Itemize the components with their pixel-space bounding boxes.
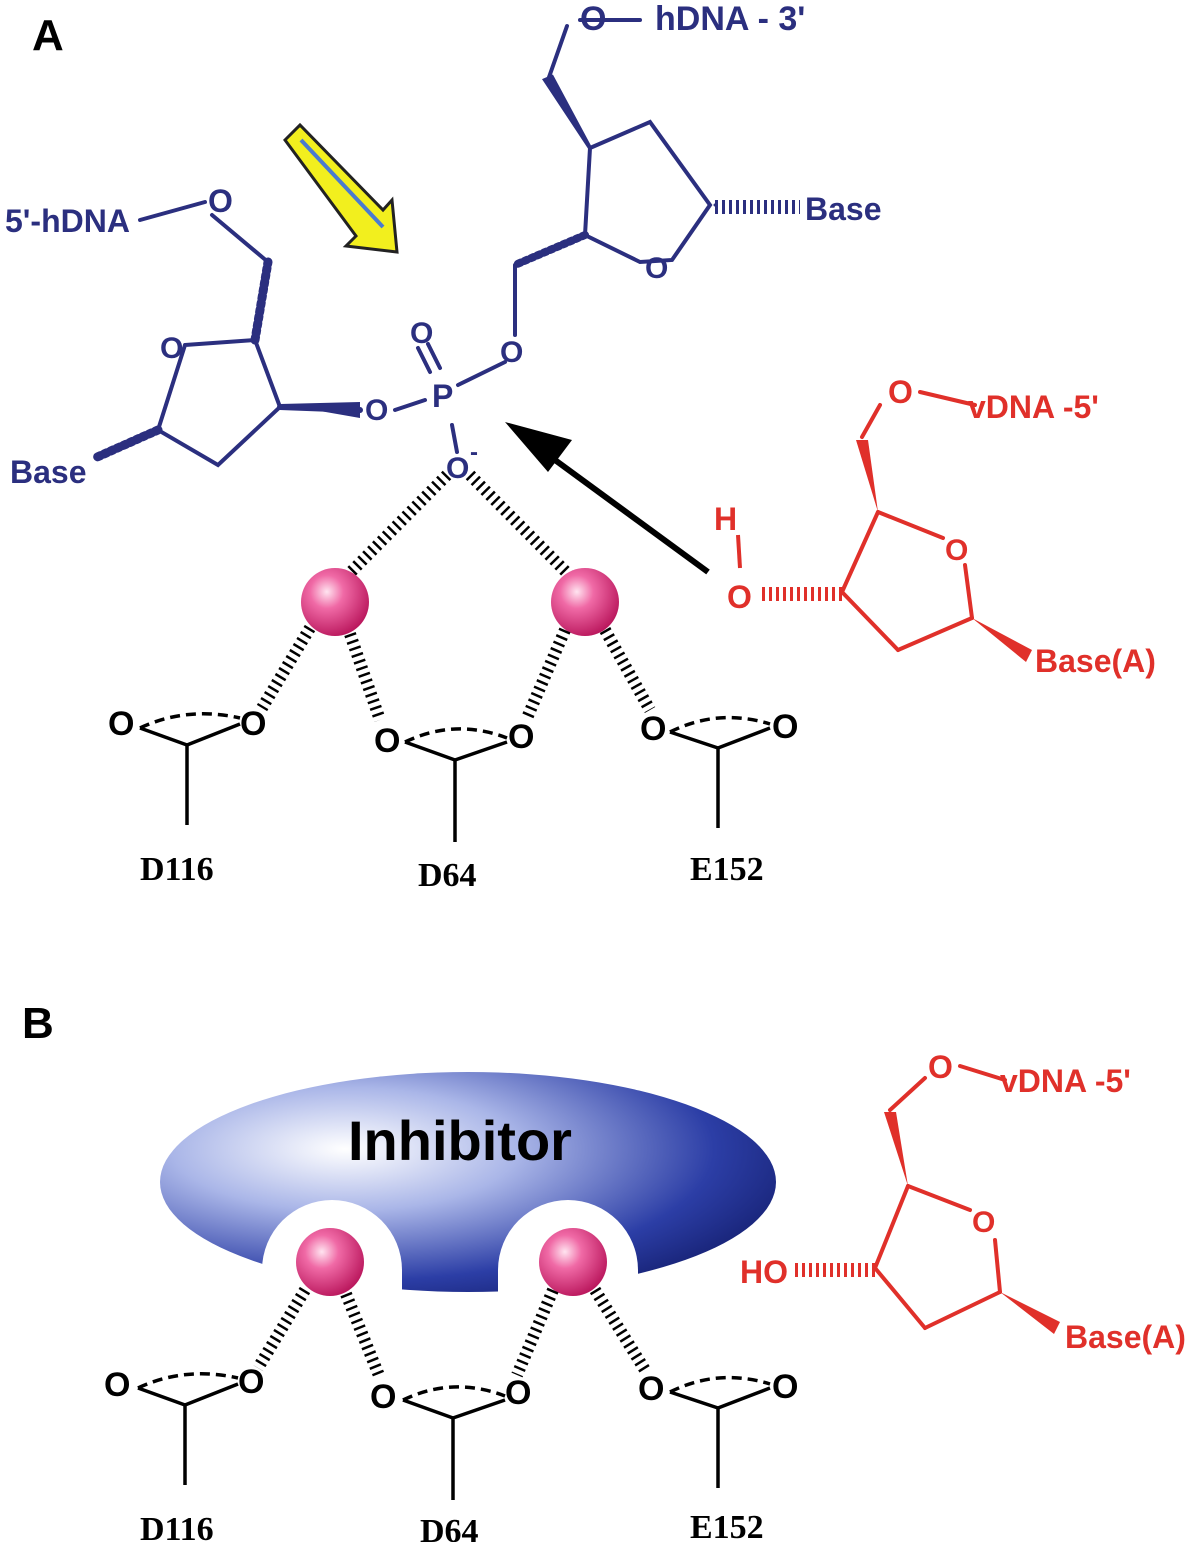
metal-ion: [296, 1228, 364, 1296]
wedge-bond: [280, 402, 360, 418]
phosphoryl-oxygen-label: O: [410, 317, 433, 350]
d116-oxygen-right: O: [240, 705, 266, 743]
residue-e152-label: E152: [690, 851, 764, 888]
ho-label: HO: [740, 1254, 788, 1290]
ring-oxygen-top-label: O: [645, 252, 668, 285]
carboxylate-coordination: [256, 624, 656, 722]
bridge-oxygen-right-label: O: [500, 336, 523, 369]
inhibitor-label: Inhibitor: [348, 1109, 572, 1172]
nucleophilic-attack-arrow-icon: [505, 422, 710, 575]
negative-charge-label: -: [470, 439, 478, 466]
inhibitor-shape: [160, 1072, 776, 1300]
d116-b-oxygen-right: O: [238, 1363, 264, 1401]
panel-a-label: A: [32, 11, 64, 60]
metal-ion: [539, 1228, 607, 1296]
host-dna-structure: [90, 18, 717, 468]
hdna-5-prime-label: 5'-hDNA: [5, 203, 130, 239]
bridge-oxygen-left-label: O: [365, 394, 388, 427]
metal-ion: [301, 568, 369, 636]
metal-ion: [551, 568, 619, 636]
o-5-prime-label: O: [208, 183, 233, 219]
coordination-bond: [340, 470, 452, 583]
e152-b-oxygen-left: O: [638, 1370, 664, 1408]
d116-oxygen-left: O: [108, 705, 134, 743]
e152-oxygen-left: O: [640, 710, 666, 748]
highlight-arrow-icon: [283, 122, 399, 254]
carboxylate-d64-b: [402, 1385, 506, 1500]
base-a-label-b: Base(A): [1065, 1319, 1186, 1355]
residue-d116-b-label: D116: [140, 1511, 214, 1542]
d64-b-oxygen-right: O: [505, 1374, 531, 1412]
host-dna-three-prime-label: O: [580, 0, 606, 38]
panel-b-label: B: [22, 999, 54, 1048]
hydrogen-label: H: [714, 501, 737, 537]
base-right-label: Base: [805, 191, 882, 227]
vdna-5-prime-label-b: vDNA -5': [1000, 1063, 1131, 1099]
wedge-bond: [856, 440, 878, 512]
e152-b-oxygen-right: O: [772, 1368, 798, 1406]
residue-d64-b-label: D64: [420, 1513, 479, 1542]
carboxylate-e152: [669, 715, 771, 828]
carboxylate-d64: [404, 727, 508, 842]
e152-oxygen-right: O: [772, 708, 798, 746]
oh-bond: [736, 534, 742, 569]
carboxylate-d116-b: [137, 1372, 239, 1485]
base-a-label-a: Base(A): [1035, 643, 1156, 679]
viral-b-oxygen-label: O: [928, 1049, 953, 1085]
phosphorus-label: P: [432, 378, 453, 414]
d64-oxygen-right: O: [508, 718, 534, 756]
hydroxyl-oxygen-label: O: [727, 579, 752, 615]
residue-d64-label: D64: [418, 857, 477, 894]
carboxylate-d116: [139, 712, 241, 825]
hdna-3-prime-label: hDNA - 3': [655, 0, 805, 38]
viral-oxygen-label: O: [888, 374, 913, 410]
anionic-oxygen-label: O: [446, 452, 469, 485]
vdna-5-prime-label-a: vDNA -5': [968, 389, 1099, 425]
viral-ring-oxygen-label: O: [945, 534, 968, 567]
wedge-bond: [884, 1112, 908, 1186]
viral-b-ring-oxygen-label: O: [972, 1206, 995, 1239]
carboxylate-coordination: [252, 1286, 651, 1381]
viral-dna-structure-a: [840, 390, 977, 652]
base-left-label: Base: [10, 454, 87, 490]
wedge-bond: [972, 618, 1032, 662]
viral-dna-structure-b: [873, 1064, 1007, 1330]
d64-oxygen-left: O: [374, 722, 400, 760]
residue-e152-b-label: E152: [690, 1509, 764, 1542]
residue-d116-label: D116: [140, 851, 214, 888]
coordination-bond: [465, 470, 577, 583]
d64-b-oxygen-left: O: [370, 1378, 396, 1416]
d116-b-oxygen-left: O: [104, 1366, 130, 1404]
carboxylate-e152-b: [669, 1375, 771, 1488]
ring-oxygen-left-label: O: [160, 332, 183, 365]
wedge-bond: [1000, 1292, 1060, 1334]
